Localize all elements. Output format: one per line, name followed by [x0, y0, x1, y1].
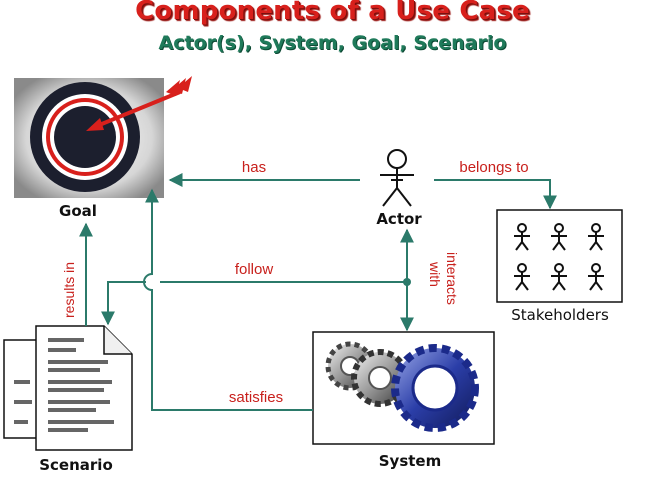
diagram-title: Components of a Use Case — [135, 0, 530, 26]
actor-label: Actor — [376, 210, 422, 228]
interacts-label: interacts — [444, 252, 460, 305]
has-label: has — [242, 159, 266, 176]
satisfies-arrow — [143, 188, 313, 411]
goal-target-icon — [14, 76, 192, 198]
junction-dot — [403, 278, 411, 286]
stakeholders-label: Stakeholders — [511, 306, 609, 324]
system-gears-icon — [325, 341, 479, 432]
arrow-in-target-icon — [86, 76, 192, 131]
scenario-documents-icon — [3, 325, 133, 451]
satisfies-label: satisfies — [229, 389, 283, 406]
follow-arrow — [108, 281, 407, 324]
stakeholders-figures-icon — [514, 223, 604, 291]
follow-label: follow — [235, 261, 274, 278]
belongs-to-label: belongs to — [459, 159, 528, 176]
connectors — [79, 173, 557, 411]
results-in-label: results in — [61, 262, 77, 318]
goal-label: Goal — [59, 202, 97, 220]
scenario-label: Scenario — [39, 456, 113, 474]
system-label: System — [379, 452, 441, 470]
actor-stick-figure-icon — [380, 149, 414, 207]
belongs-to-arrow — [434, 179, 557, 210]
with-label: with — [427, 261, 443, 287]
diagram-subtitle: Actor(s), System, Goal, Scenario — [158, 32, 507, 54]
